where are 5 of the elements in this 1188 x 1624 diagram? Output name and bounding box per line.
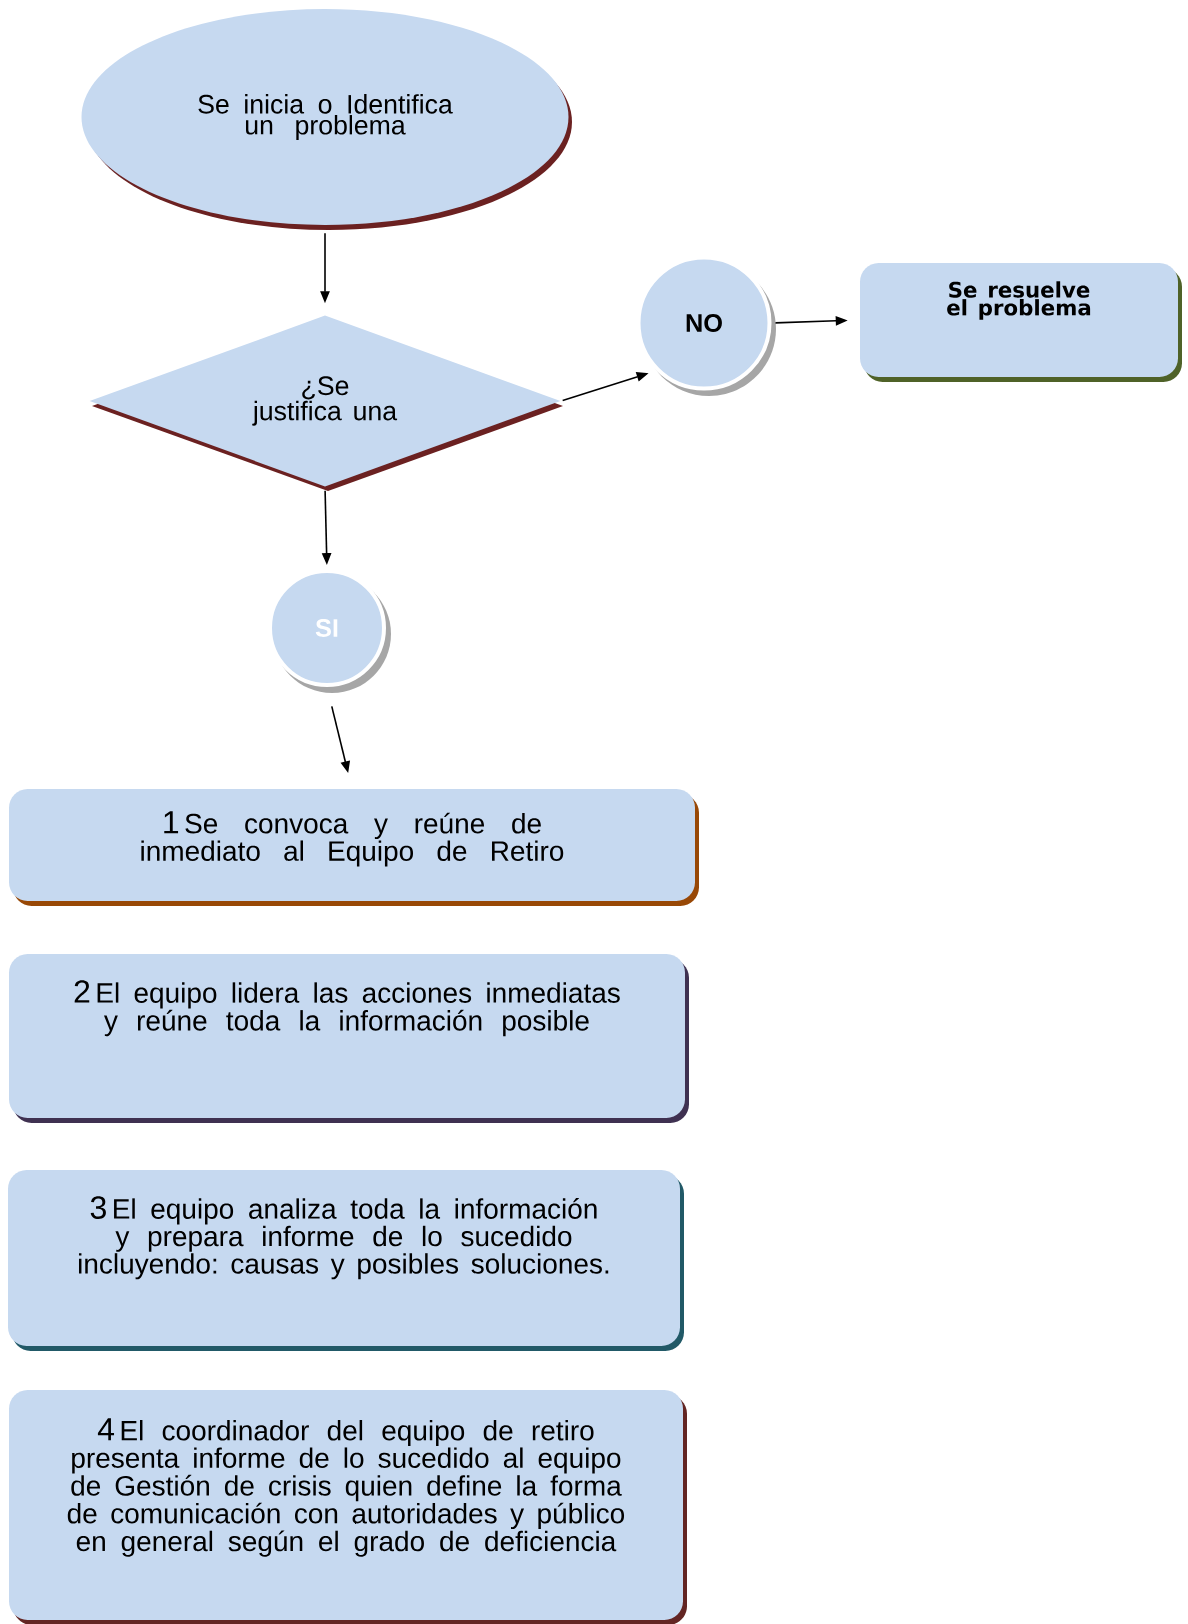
step-box: 1 Se convoca y reúne de inmediato al Equipo de Retiro [9, 789, 699, 906]
step-box: 3 El equipo analiza toda la información y prepara informe de lo sucedido incluyendo: causas y posibles soluciones. [8, 1170, 684, 1351]
step-box: 2 El equipo lidera las acciones inmediatas y reúne toda la información posible [9, 954, 689, 1123]
step-box: 4 El coordinador del equipo de retiro presenta informe de lo sucedido al equipo de Gestión de crisis quien define la forma de comunicación con autoridades y público en general según el grado de deficiencia [9, 1390, 687, 1624]
result-box: Se resuelve el problema [860, 263, 1182, 382]
